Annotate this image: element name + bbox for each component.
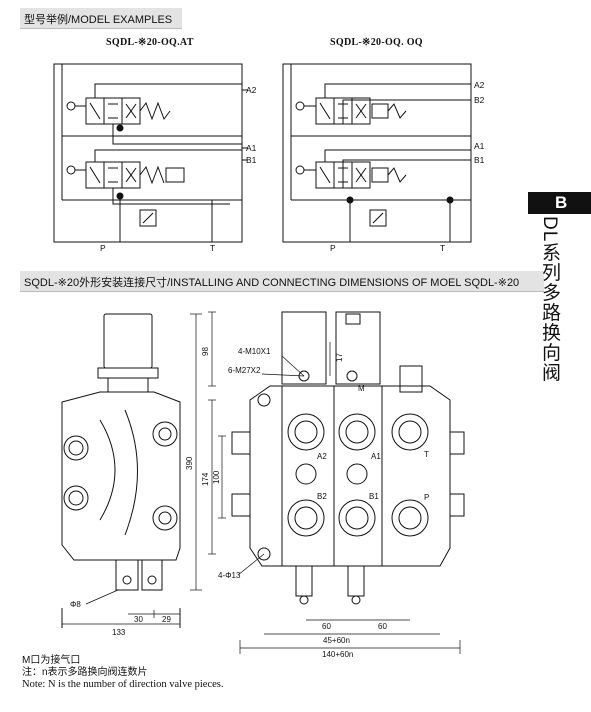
valve-spool-2 (66, 161, 185, 189)
note-line-2: 注：n表示多路换向阀连数片 (22, 667, 148, 678)
dim-17: 17 (335, 353, 344, 362)
note-line-1: M口为接气口 (22, 655, 81, 666)
schematic-1 (53, 63, 248, 243)
notes: M口为接气口 注：n表示多路换向阀连数片 Note: N is the numb… (22, 655, 223, 691)
port-label: T (210, 243, 215, 253)
port-label: A2 (474, 80, 485, 90)
section-title: SQDL-※20外形安装连接尺寸/INSTALLING AND CONNECTI… (24, 277, 520, 289)
schematic-2 (282, 63, 472, 243)
actuator-2 (335, 311, 381, 385)
port-a1-label: A1 (371, 452, 381, 461)
dim-pitch-b: 60 (378, 622, 387, 631)
callout-mount-holes: 4-Φ13 (218, 571, 241, 580)
dim-pin-dia: Φ8 (70, 600, 81, 609)
port-a2-label: A2 (317, 452, 327, 461)
dim-45-60n: 45+60n (323, 636, 350, 645)
dim-29: 29 (162, 615, 171, 624)
port-b2-label: B2 (317, 492, 327, 501)
dim-30: 30 (134, 615, 143, 624)
dim-98: 98 (201, 347, 210, 356)
schematic-title-2: SQDL-※20-OQ. OQ (330, 37, 423, 48)
port-b1-label: B1 (369, 492, 379, 501)
relief-valve-1 (139, 209, 157, 227)
dim-140-60n: 140+60n (322, 650, 353, 659)
schematic-2-port-labels: A2 B2 A1 B1 P T (330, 80, 485, 253)
dim-100: 100 (212, 470, 221, 484)
schematic-1-frame (53, 63, 243, 243)
actuator-1 (281, 311, 327, 385)
port-label: A1 (246, 143, 257, 153)
port-label: P (100, 243, 106, 253)
dim-pitch-a: 60 (322, 622, 331, 631)
dim-174: 174 (201, 472, 210, 486)
dim-390: 390 (185, 456, 194, 470)
port-m-label: M (358, 384, 365, 393)
side-view-dimensions (62, 313, 202, 625)
schematic-1-port-labels: A2 A1 B1 P T (100, 85, 257, 253)
section-title: 型号举例/MODEL EXAMPLES (24, 14, 173, 26)
port-t-label: T (424, 450, 429, 459)
callout-bolts: 4-M10X1 (238, 347, 271, 356)
relief-valve-2 (369, 209, 387, 227)
callout-ports: 6-M27X2 (228, 366, 261, 375)
valve-spool-4 (295, 161, 407, 189)
category-tab: B (528, 192, 591, 214)
port-label: P (330, 243, 336, 253)
valve-body (249, 385, 451, 567)
series-title: DL系列多路换向阀 (539, 216, 560, 383)
front-view (231, 311, 465, 605)
category-letter: B (555, 193, 568, 212)
port-p-label: P (424, 493, 429, 502)
section-header-model-examples: 型号举例/MODEL EXAMPLES (20, 8, 182, 29)
section-header-dimensions: SQDL-※20外形安装连接尺寸/INSTALLING AND CONNECTI… (20, 271, 544, 292)
schematic-2-frame (282, 63, 472, 243)
valve-spool-1 (66, 97, 171, 125)
schematic-title-1: SQDL-※20-OQ.AT (106, 37, 194, 48)
port-label: A2 (246, 85, 257, 95)
port-label: T (440, 243, 445, 253)
dim-133: 133 (112, 628, 126, 637)
front-view-dimensions (208, 311, 461, 654)
note-line-3: Note: N is the number of direction valve… (22, 679, 224, 690)
valve-spool-3 (295, 97, 407, 125)
port-label: A1 (474, 141, 485, 151)
port-label: B1 (474, 155, 485, 165)
side-view (61, 313, 181, 628)
port-label: B1 (246, 155, 257, 165)
port-label: B2 (474, 95, 485, 105)
